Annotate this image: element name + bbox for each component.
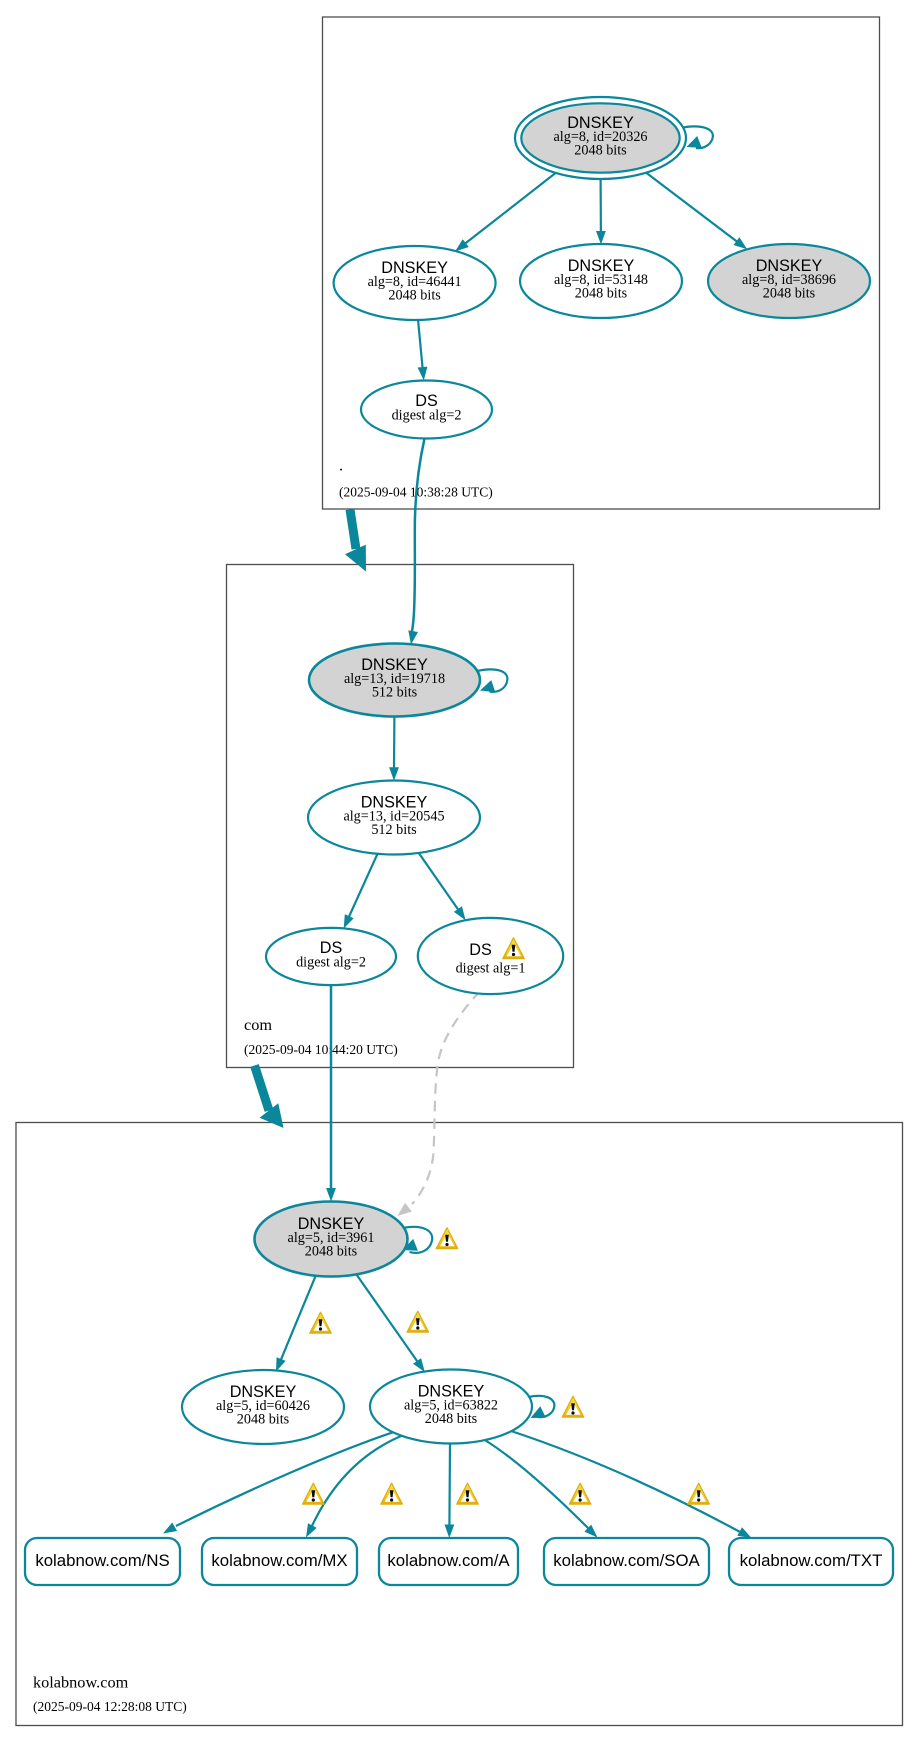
svg-text:alg=13, id=19718: alg=13, id=19718	[344, 671, 445, 687]
svg-text:2048 bits: 2048 bits	[305, 1244, 358, 1260]
svg-text:DNSKEY: DNSKEY	[568, 257, 635, 275]
svg-text:2048 bits: 2048 bits	[237, 1412, 290, 1428]
svg-text:(2025-09-04 10:44:20 UTC): (2025-09-04 10:44:20 UTC)	[244, 1042, 398, 1057]
svg-text:alg=13, id=20545: alg=13, id=20545	[343, 809, 444, 825]
svg-text:digest alg=2: digest alg=2	[392, 408, 462, 424]
svg-text:digest alg=2: digest alg=2	[296, 955, 366, 971]
svg-text:alg=8, id=20326: alg=8, id=20326	[553, 129, 647, 145]
svg-text:2048 bits: 2048 bits	[575, 286, 628, 302]
svg-text:kolabnow.com: kolabnow.com	[33, 1673, 129, 1692]
svg-text:DS: DS	[469, 941, 492, 959]
svg-text:com: com	[244, 1015, 272, 1034]
svg-text:DNSKEY: DNSKEY	[361, 656, 428, 674]
svg-text:alg=8, id=38696: alg=8, id=38696	[742, 272, 836, 288]
svg-text:kolabnow.com/TXT: kolabnow.com/TXT	[740, 1551, 883, 1570]
svg-text:512 bits: 512 bits	[372, 685, 418, 701]
svg-text:DS: DS	[320, 939, 343, 957]
svg-text:alg=5, id=63822: alg=5, id=63822	[404, 1398, 498, 1414]
svg-text:DNSKEY: DNSKEY	[361, 793, 428, 811]
svg-text:kolabnow.com/MX: kolabnow.com/MX	[211, 1551, 347, 1570]
svg-text:kolabnow.com/SOA: kolabnow.com/SOA	[553, 1551, 700, 1570]
svg-text:2048 bits: 2048 bits	[388, 288, 441, 304]
svg-text:DNSKEY: DNSKEY	[381, 259, 448, 277]
svg-text:DNSKEY: DNSKEY	[567, 114, 634, 132]
svg-text:2048 bits: 2048 bits	[574, 143, 627, 159]
svg-text:512 bits: 512 bits	[371, 822, 417, 838]
svg-text:.: .	[339, 456, 343, 475]
svg-text:alg=5, id=60426: alg=5, id=60426	[216, 1398, 310, 1414]
svg-text:DNSKEY: DNSKEY	[298, 1215, 365, 1233]
svg-text:DNSKEY: DNSKEY	[230, 1383, 297, 1401]
svg-text:2048 bits: 2048 bits	[763, 286, 816, 302]
svg-text:alg=8, id=53148: alg=8, id=53148	[554, 272, 648, 288]
svg-text:alg=8, id=46441: alg=8, id=46441	[368, 274, 462, 290]
svg-text:kolabnow.com/A: kolabnow.com/A	[387, 1551, 510, 1570]
svg-text:(2025-09-04 12:28:08 UTC): (2025-09-04 12:28:08 UTC)	[33, 1699, 187, 1714]
svg-text:2048 bits: 2048 bits	[425, 1411, 478, 1427]
svg-text:DS: DS	[415, 392, 438, 410]
svg-text:alg=5, id=3961: alg=5, id=3961	[288, 1230, 375, 1246]
svg-text:DNSKEY: DNSKEY	[418, 1382, 485, 1400]
svg-text:DNSKEY: DNSKEY	[756, 257, 823, 275]
svg-text:digest alg=1: digest alg=1	[456, 961, 526, 977]
svg-text:kolabnow.com/NS: kolabnow.com/NS	[35, 1551, 169, 1570]
